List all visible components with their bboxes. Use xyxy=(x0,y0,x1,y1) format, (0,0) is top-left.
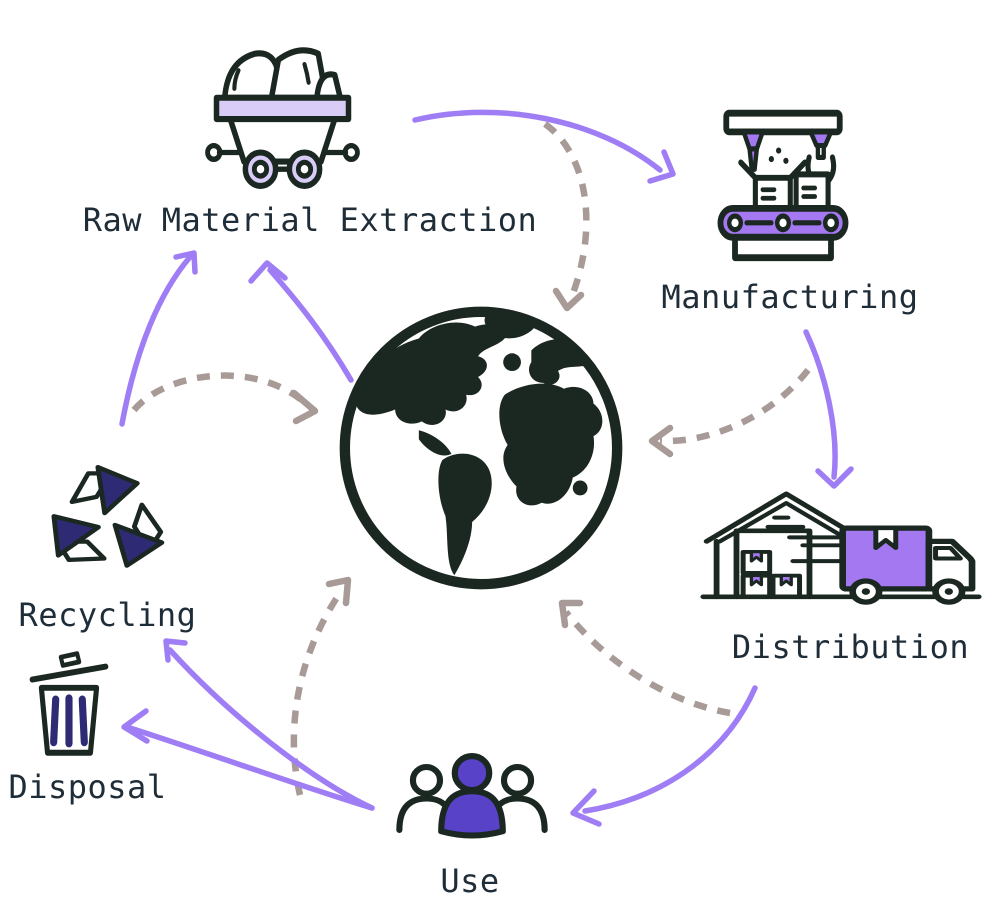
arrow-use-to-disposal xyxy=(121,708,375,811)
earth-globe-icon xyxy=(339,306,623,590)
arrow-distribution-to-use xyxy=(570,685,758,827)
people-group-icon xyxy=(396,753,548,839)
stage-label-manufacturing: Manufacturing xyxy=(661,278,919,316)
recycle-arm xyxy=(69,464,140,516)
stage-label-recycling: Recycling xyxy=(18,596,197,634)
arrow-extraction-to-manufacturing xyxy=(412,109,676,184)
impact-arrow-extraction-to-earth xyxy=(543,121,590,312)
trash-can-icon xyxy=(29,651,109,756)
mine-cart-icon xyxy=(205,47,360,189)
warehouse-box xyxy=(770,573,803,599)
arrow-use-to-recycling xyxy=(163,638,375,811)
impact-arrow-recycling-to-earth xyxy=(131,372,319,425)
factory-conveyor-icon xyxy=(717,109,849,262)
warehouse-truck-icon xyxy=(700,491,982,605)
stage-label-use: Use xyxy=(440,862,500,900)
recycle-arm xyxy=(51,514,107,563)
stage-label-disposal: Disposal xyxy=(8,768,167,806)
impact-arrow-distribution-to-earth xyxy=(558,599,731,717)
arrow-manufacturing-to-distribution xyxy=(803,329,854,489)
recycle-arm xyxy=(112,502,165,568)
stage-label-distribution: Distribution xyxy=(731,628,970,666)
impact-arrow-manufacturing-to-earth xyxy=(648,367,811,458)
recycling-arrows-icon xyxy=(51,464,165,568)
stage-label-raw-material-extraction: Raw Material Extraction xyxy=(82,201,538,239)
arrow-recycling-to-extraction xyxy=(119,250,198,427)
impact-arrow-use-to-earth xyxy=(290,576,352,796)
warehouse-box xyxy=(740,549,773,576)
arrow-earth-to-extraction xyxy=(248,260,354,383)
warehouse-box xyxy=(740,573,773,599)
